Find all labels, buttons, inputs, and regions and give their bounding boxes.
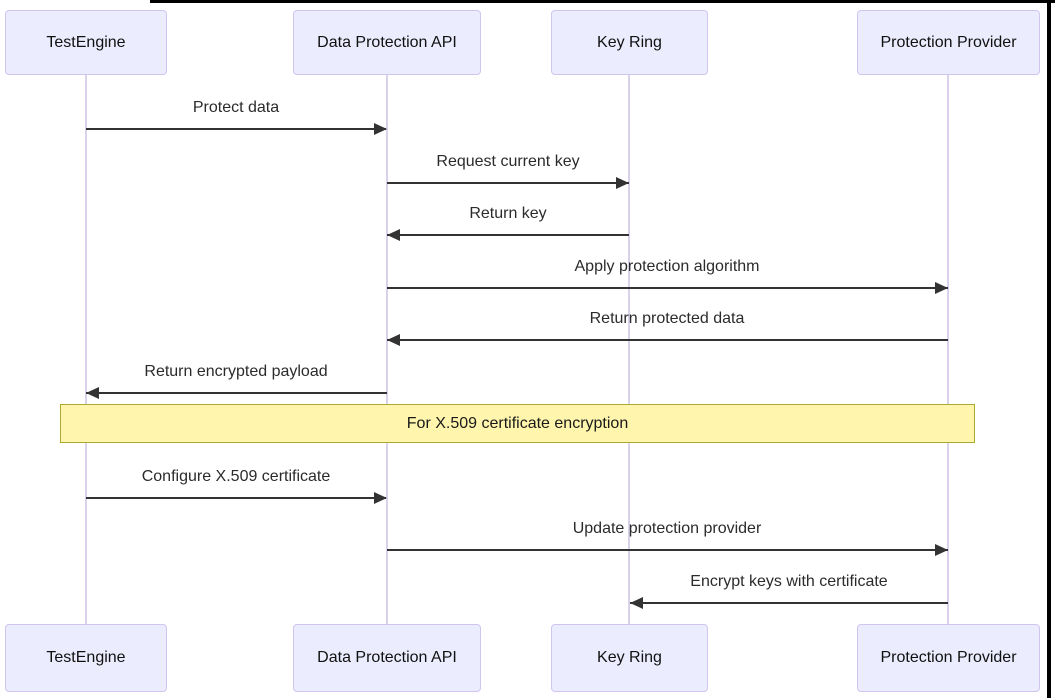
- message-label-return-key: Return key: [469, 205, 547, 222]
- message-label-return-encrypted-payload: Return encrypted payload: [144, 363, 328, 380]
- message-line: [387, 287, 948, 289]
- message-line: [630, 602, 948, 604]
- actor-label: Key Ring: [597, 649, 662, 666]
- message-label-update-protection-provider: Update protection provider: [572, 520, 762, 537]
- lifeline-testengine: [85, 75, 87, 624]
- message-label-encrypt-keys-with-certificate: Encrypt keys with certificate: [690, 573, 888, 590]
- message-label-configure-x509-certificate: Configure X.509 certificate: [141, 468, 331, 485]
- actor-label: TestEngine: [46, 649, 126, 666]
- actor-bottom-data-protection-api: Data Protection API: [293, 624, 481, 692]
- actor-label: Protection Provider: [880, 33, 1017, 51]
- note-x509-certificate-encryption: For X.509 certificate encryption: [60, 404, 975, 443]
- arrowhead-icon: [616, 177, 629, 189]
- actor-label: Data Protection API: [317, 33, 457, 51]
- arrowhead-icon: [374, 492, 387, 504]
- actor-label: TestEngine: [46, 33, 126, 51]
- arrowhead-icon: [374, 123, 387, 135]
- right-edge-line: [1047, 0, 1051, 698]
- arrowhead-icon: [387, 229, 400, 241]
- message-line: [86, 392, 387, 394]
- message-line: [387, 234, 629, 236]
- message-label-protect-data: Protect data: [192, 99, 280, 116]
- actor-top-data-protection-api: Data Protection API: [293, 10, 481, 75]
- arrowhead-icon: [935, 282, 948, 294]
- actor-label: Protection Provider: [880, 649, 1017, 666]
- arrowhead-icon: [935, 544, 948, 556]
- message-line: [86, 497, 386, 499]
- message-line: [387, 182, 629, 184]
- note-text: For X.509 certificate encryption: [406, 414, 629, 432]
- top-edge-line: [150, 0, 1055, 3]
- actor-label: Key Ring: [597, 33, 662, 51]
- lifeline-protection-provider: [947, 75, 949, 624]
- actor-top-protection-provider: Protection Provider: [857, 10, 1040, 75]
- actor-bottom-key-ring: Key Ring: [551, 624, 708, 692]
- message-label-apply-protection-algorithm: Apply protection algorithm: [574, 258, 760, 275]
- actor-label: Data Protection API: [317, 649, 457, 666]
- message-line: [387, 339, 948, 341]
- lifeline-key-ring: [628, 75, 630, 624]
- actor-top-key-ring: Key Ring: [551, 10, 708, 75]
- message-label-request-current-key: Request current key: [436, 153, 580, 170]
- arrowhead-icon: [86, 387, 99, 399]
- arrowhead-icon: [387, 334, 400, 346]
- actor-top-testengine: TestEngine: [5, 10, 167, 75]
- actor-bottom-protection-provider: Protection Provider: [857, 624, 1040, 692]
- actor-bottom-testengine: TestEngine: [5, 624, 167, 692]
- arrowhead-icon: [630, 597, 643, 609]
- message-line: [86, 128, 386, 130]
- message-line: [387, 549, 948, 551]
- lifeline-data-protection-api: [386, 75, 388, 624]
- message-label-return-protected-data: Return protected data: [589, 310, 745, 327]
